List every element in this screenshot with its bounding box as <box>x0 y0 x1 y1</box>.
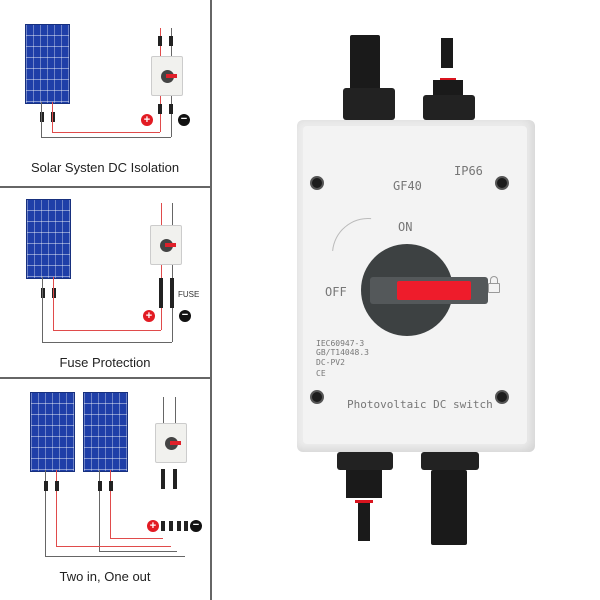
negative-wire <box>41 102 42 137</box>
negative-wire <box>99 551 177 552</box>
negative-wire <box>99 470 100 551</box>
off-position-label: OFF <box>325 285 347 299</box>
model-label: GF40 <box>393 179 422 193</box>
negative-wire <box>45 556 185 557</box>
positive-wire <box>56 470 57 546</box>
solar-panel <box>25 24 70 104</box>
positive-wire <box>110 538 163 539</box>
connector <box>158 104 162 114</box>
negative-icon: − <box>190 520 202 532</box>
padlock-icon <box>488 283 500 293</box>
cable-gland-nut <box>421 452 479 470</box>
on-position-label: ON <box>398 220 413 234</box>
cable-gland-nut <box>343 88 395 120</box>
negative-icon: − <box>179 310 191 322</box>
connector <box>51 112 55 122</box>
panel-two-in-one-out: + − Two in, One out <box>0 379 210 600</box>
product-name-label: Photovoltaic DC switch <box>347 398 493 411</box>
negative-wire <box>45 470 46 556</box>
connector <box>169 104 173 114</box>
mc4-female-connector-top <box>350 35 380 95</box>
padlock-icon <box>490 276 498 284</box>
wire <box>163 397 164 423</box>
standard-label: DC-PV2 <box>316 358 345 367</box>
caption-fuse-protection: Fuse Protection <box>59 355 151 370</box>
connector <box>44 481 48 491</box>
switch-lever-red-grip[interactable] <box>397 281 471 300</box>
solar-panel <box>26 199 71 279</box>
connector <box>184 521 188 531</box>
positive-icon: + <box>141 114 153 126</box>
fuse-label: FUSE <box>178 290 200 299</box>
negative-icon: − <box>178 114 190 126</box>
mini-dc-switch <box>155 423 187 463</box>
positive-wire <box>110 470 111 538</box>
negative-wire <box>172 203 173 342</box>
connector <box>52 288 56 298</box>
certification-marks: CE <box>316 369 326 378</box>
diagram-column: + − Solar Systen DC Isolation FUSE + − F… <box>0 0 212 600</box>
positive-icon: + <box>147 520 159 532</box>
mc4-male-pin-top <box>441 38 453 68</box>
positive-wire <box>53 277 54 330</box>
negative-wire <box>42 277 43 342</box>
o-ring <box>440 78 456 81</box>
connector <box>158 36 162 46</box>
connector <box>161 521 165 531</box>
connector <box>109 481 113 491</box>
solar-panel <box>83 392 128 472</box>
cable-gland-nut <box>337 452 393 470</box>
cable-gland-nut <box>423 95 475 120</box>
positive-wire <box>52 132 160 133</box>
connector <box>169 521 173 531</box>
caption-dc-isolation: Solar Systen DC Isolation <box>30 160 180 175</box>
mc4-female-connector-bottom <box>431 470 467 545</box>
screw-icon <box>310 390 324 404</box>
mc4-male-connector-bottom <box>346 470 382 498</box>
connector <box>98 481 102 491</box>
negative-wire <box>41 137 171 138</box>
positive-wire <box>52 102 53 132</box>
wire <box>175 397 176 423</box>
connector <box>40 112 44 122</box>
positive-wire <box>56 546 171 547</box>
connector <box>41 288 45 298</box>
o-ring <box>355 500 373 503</box>
panel-fuse-protection: FUSE + − Fuse Protection <box>0 188 210 379</box>
mini-dc-switch <box>151 56 183 96</box>
mini-dc-switch <box>150 225 182 265</box>
connector <box>169 36 173 46</box>
positive-icon: + <box>143 310 155 322</box>
y-branch-connector <box>161 469 165 489</box>
y-branch-connector <box>173 469 177 489</box>
positive-wire <box>161 203 162 330</box>
screw-icon <box>495 390 509 404</box>
standard-label: IEC60947-3 <box>316 339 365 348</box>
mc4-male-pin-bottom <box>358 503 370 541</box>
connector <box>55 481 59 491</box>
ip-rating-label: IP66 <box>454 164 483 178</box>
panel-dc-isolation: + − Solar Systen DC Isolation <box>0 0 210 188</box>
fuse-holder <box>170 278 174 308</box>
connector <box>177 521 181 531</box>
caption-two-in-one-out: Two in, One out <box>59 569 151 584</box>
fuse-holder <box>159 278 163 308</box>
negative-wire <box>42 342 172 343</box>
screw-icon <box>495 176 509 190</box>
positive-wire <box>53 330 161 331</box>
screw-icon <box>310 176 324 190</box>
standard-label: GB/T14048.3 <box>316 348 369 357</box>
solar-panel <box>30 392 75 472</box>
